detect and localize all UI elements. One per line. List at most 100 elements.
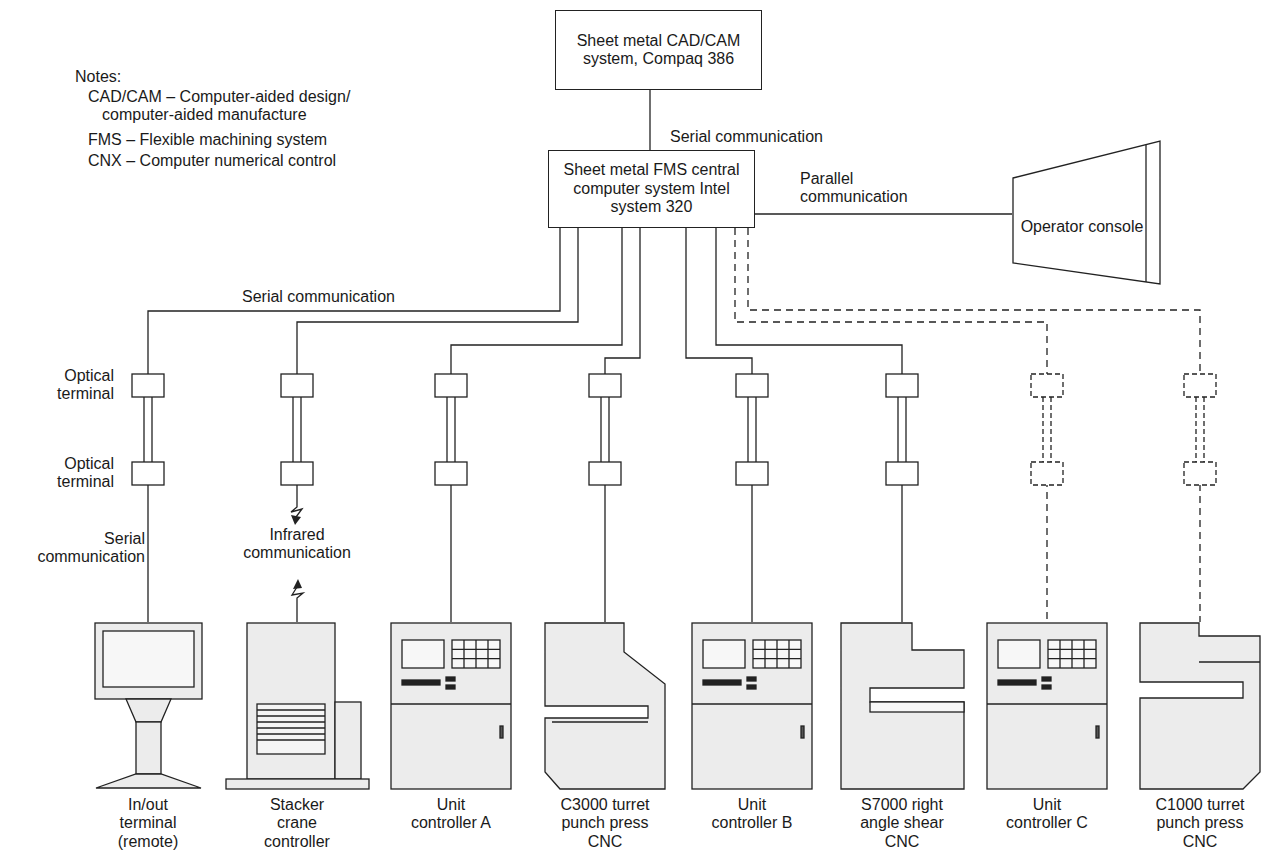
optical-fiber (897, 397, 898, 462)
device-part (95, 623, 202, 699)
optical-terminal (281, 374, 313, 397)
shelf-line (257, 709, 325, 710)
console-symbol: Operator console (1012, 140, 1162, 285)
device-illustration (1140, 623, 1260, 789)
device-label: C1000 turret punch press CNC (1144, 796, 1256, 851)
note-text: FMS – Flexible machining system (88, 131, 378, 149)
keypad-line (1048, 658, 1096, 659)
panel-line (391, 703, 511, 704)
device-part (703, 640, 745, 668)
note-text: CNX – Computer numerical control (88, 152, 378, 170)
optical-terminal (589, 374, 621, 397)
device-picture (91, 622, 206, 790)
shelf-line (257, 727, 325, 728)
optical-fiber (905, 397, 906, 462)
console-edge (1145, 145, 1146, 282)
optical-fiber (1042, 397, 1043, 462)
fiber-gap (898, 397, 906, 462)
note-text: CAD/CAM – Computer-aided design/ compute… (88, 88, 380, 125)
device-picture (691, 622, 813, 790)
annotation-label: Infrared communication (237, 526, 357, 563)
device-part (998, 640, 1040, 668)
device-part (247, 623, 335, 779)
keypad-line (1071, 640, 1072, 668)
optical-terminal-pair (1031, 374, 1063, 485)
optical-fiber (454, 397, 455, 462)
optical-terminal-pair (281, 374, 313, 485)
panel-line (987, 703, 1107, 704)
optical-terminal (886, 462, 918, 485)
optical-fiber (143, 397, 144, 462)
connector-line (755, 213, 1012, 214)
connector-label: Serial communication (668, 128, 825, 146)
connector-line (735, 228, 1047, 622)
device-picture (1139, 622, 1261, 790)
device-node: Stacker crane controller (225, 622, 370, 851)
device-illustration (226, 623, 369, 789)
optical-terminal (736, 374, 768, 397)
device-label: Stacker crane controller (254, 796, 340, 851)
connector-line (716, 228, 902, 622)
device-part (703, 680, 741, 685)
device-part (257, 704, 325, 754)
optical-terminal-pair (132, 374, 164, 485)
console-outline (1012, 140, 1162, 285)
device-label: Unit controller C (999, 796, 1095, 833)
device-node: C3000 turret punch press CNC (544, 622, 666, 851)
device-part (1042, 685, 1051, 689)
device-part (446, 677, 455, 681)
device-part (747, 685, 756, 689)
device-illustration (987, 623, 1107, 789)
device-illustration (545, 623, 665, 789)
device-part (870, 702, 964, 712)
infrared-arrowhead (293, 579, 302, 589)
connector-line (605, 228, 640, 622)
device-part (1096, 726, 1099, 738)
device-node: Unit controller C (986, 622, 1108, 833)
device-illustration (692, 623, 812, 789)
device-node: Unit controller B (691, 622, 813, 833)
device-picture (840, 622, 965, 790)
connector-line (148, 228, 560, 622)
frame-line (1199, 661, 1260, 662)
box-label: Operator console (1020, 218, 1144, 236)
device-illustration (95, 623, 202, 788)
infrared-zigzag (291, 498, 302, 517)
optical-fiber (600, 397, 601, 462)
device-part (103, 631, 194, 687)
device-outline (1140, 623, 1260, 789)
optical-fiber (747, 397, 748, 462)
keypad-line (487, 640, 488, 668)
device-part (452, 640, 500, 668)
device-label: In/out terminal (remote) (108, 796, 188, 851)
device-part (446, 685, 455, 689)
optical-terminal (1031, 462, 1063, 485)
infrared-zigzag (292, 587, 303, 607)
device-part (1048, 640, 1096, 668)
fiber-gap (1196, 397, 1204, 462)
optical-terminal (435, 374, 467, 397)
device-part (692, 623, 812, 789)
optical-terminal (1184, 462, 1216, 485)
device-outline (841, 623, 964, 789)
fiber-gap (293, 397, 301, 462)
keypad-line (753, 649, 801, 650)
device-part (391, 623, 511, 789)
optical-fiber (755, 397, 756, 462)
device-label: Unit controller B (704, 796, 800, 833)
keypad-line (1083, 640, 1084, 668)
console-shape (1013, 141, 1160, 284)
shelf-line (257, 733, 325, 734)
infrared-arrowhead (291, 515, 301, 525)
device-part (801, 726, 804, 738)
annotation-label: Optical terminal (40, 455, 114, 492)
optical-terminal (589, 462, 621, 485)
optical-terminal (886, 374, 918, 397)
box-label: Sheet metal FMS central computer system … (559, 161, 744, 216)
keypad-line (452, 658, 500, 659)
device-illustration (841, 623, 964, 789)
device-part (136, 722, 161, 774)
device-part (987, 623, 1107, 789)
device-picture (225, 622, 370, 790)
keypad-line (463, 640, 464, 668)
